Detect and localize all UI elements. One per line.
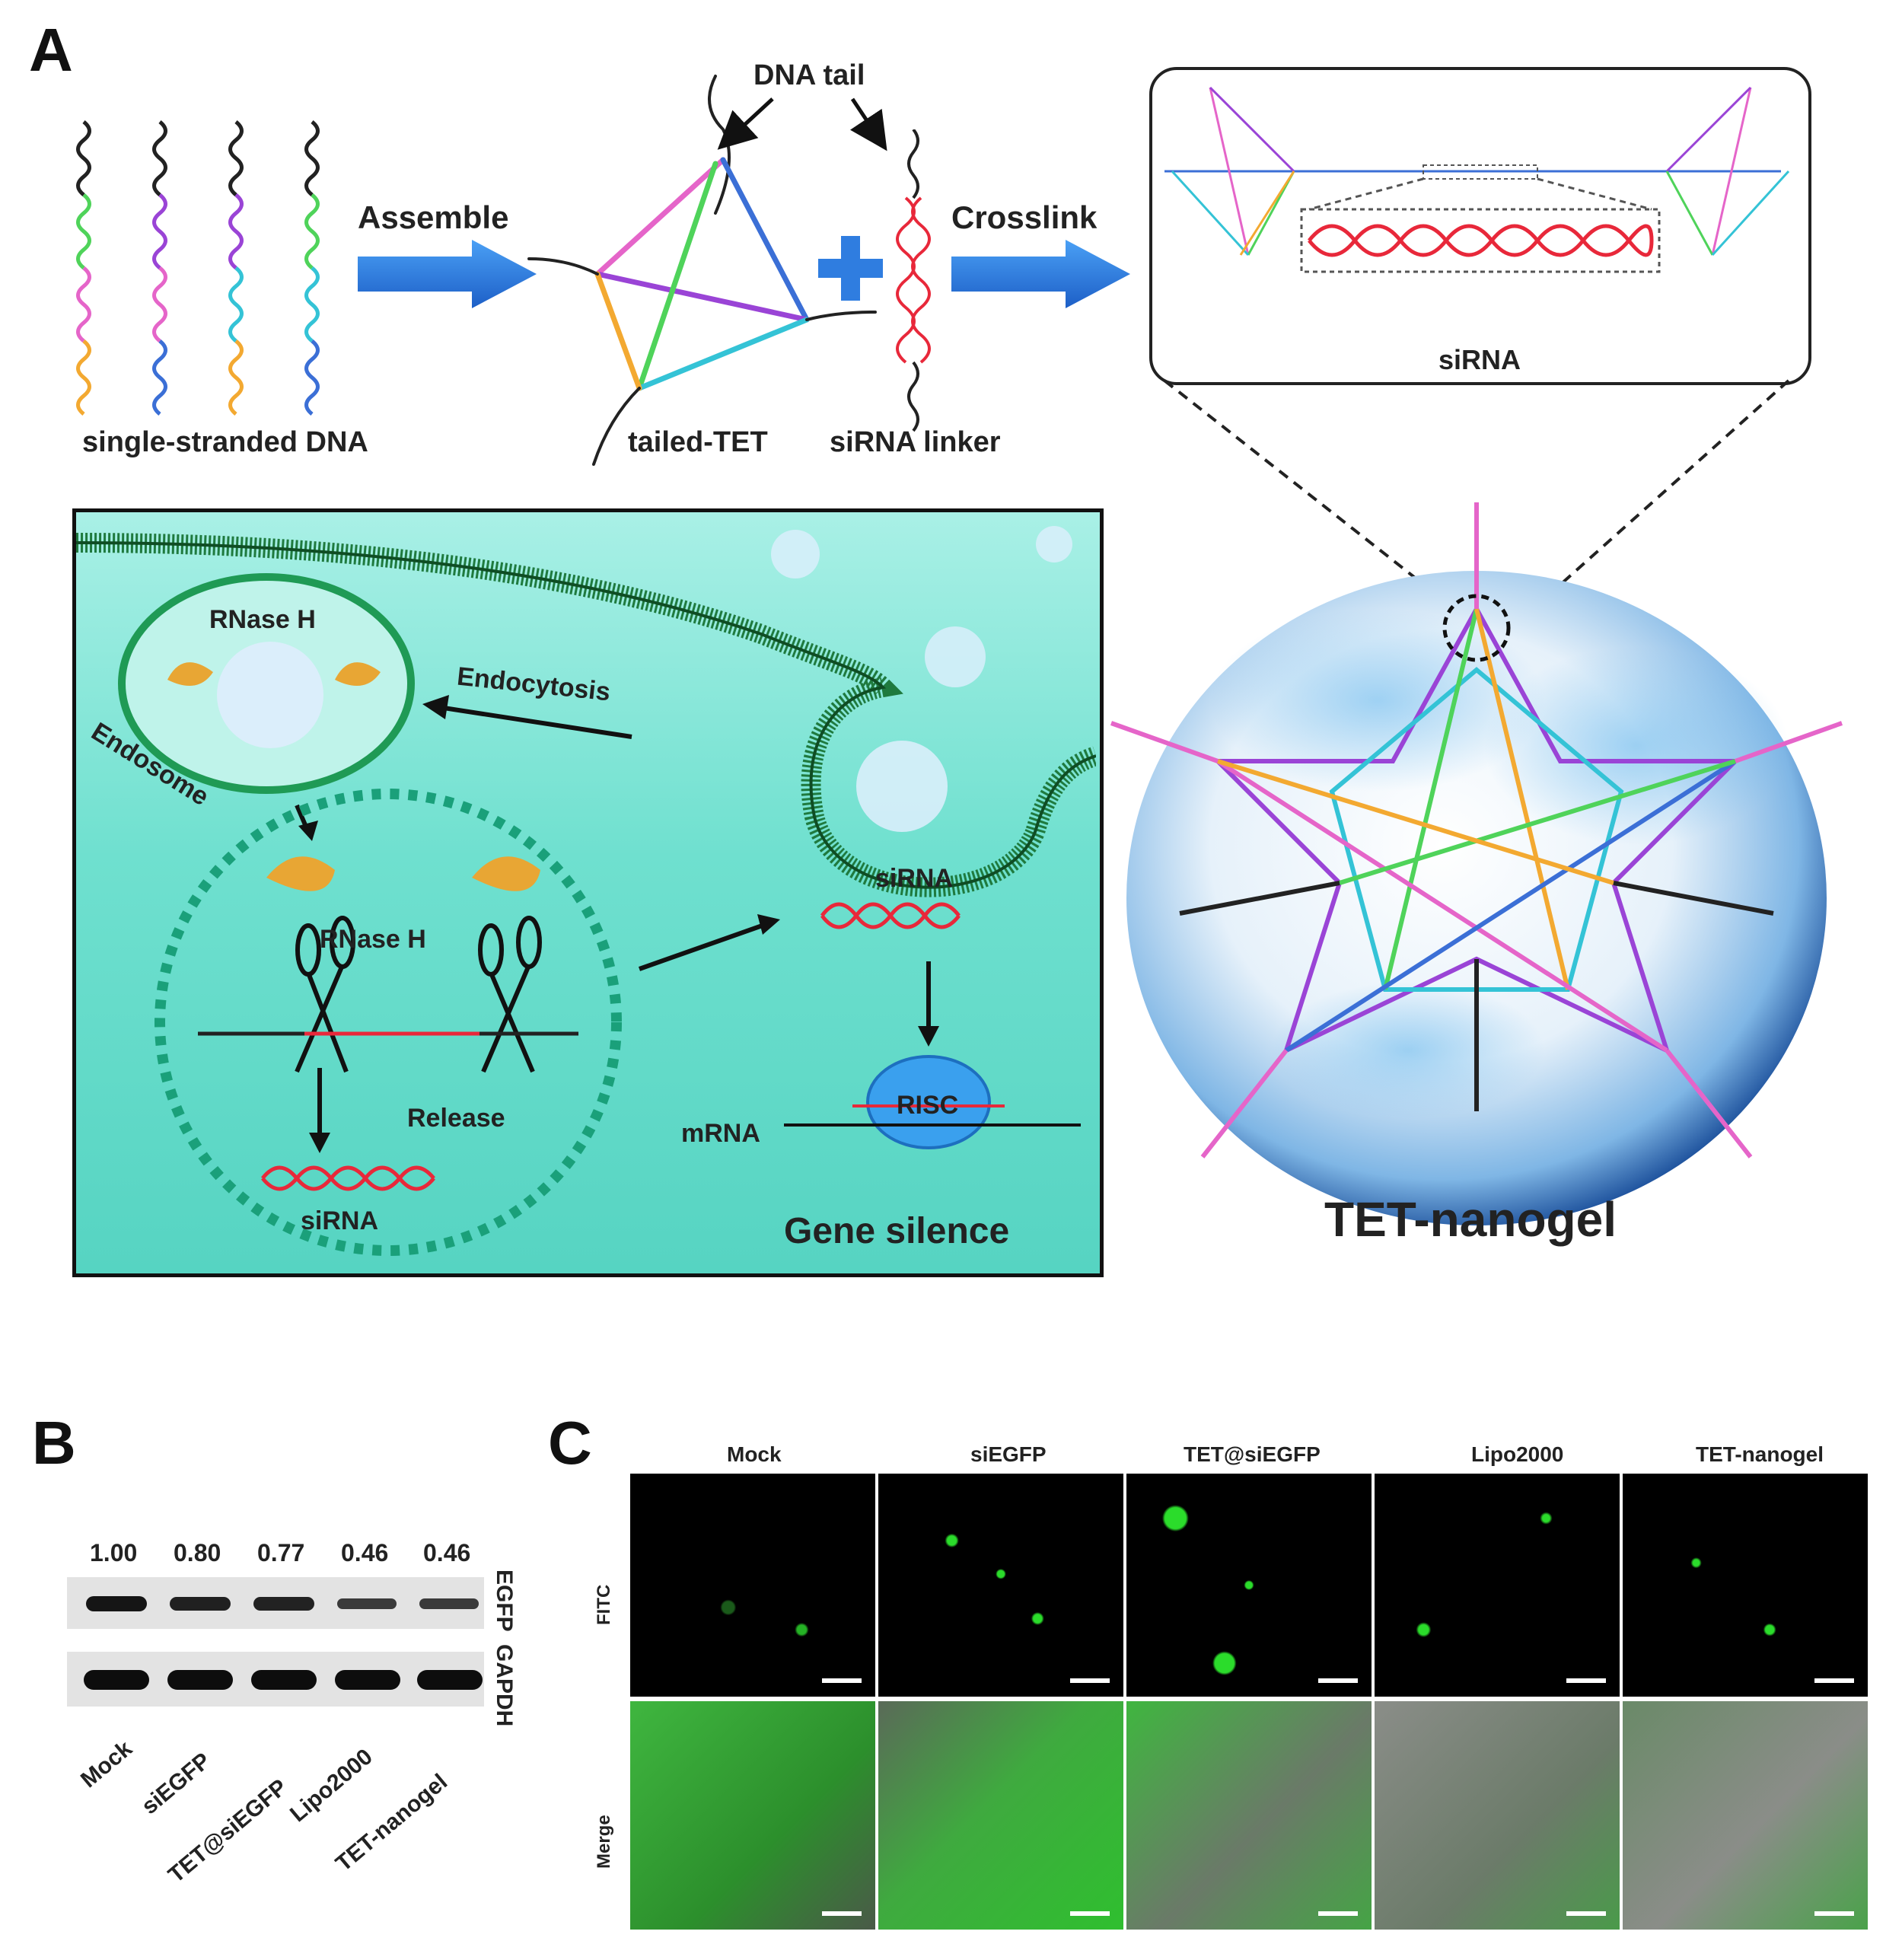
column-header: siEGFP <box>970 1442 1047 1466</box>
egfp-band-label: EGFP <box>492 1570 517 1632</box>
dna-tail-arrows <box>717 97 887 151</box>
gapdh-band <box>251 1670 317 1690</box>
scale-bar <box>1070 1911 1110 1916</box>
column-header: Mock <box>727 1442 782 1466</box>
tailed-tet-diagram <box>527 75 877 466</box>
fitc-image-lipo2000 <box>1375 1474 1620 1697</box>
scale-bar <box>1814 1678 1854 1683</box>
egfp-band <box>86 1596 147 1611</box>
sirna-linker-diagram <box>896 129 931 432</box>
merge-image-tet-nanogel <box>1623 1701 1868 1930</box>
tet-nanogel-label: TET-nanogel <box>1324 1192 1617 1247</box>
row-label: FITC <box>594 1584 614 1625</box>
scale-bar <box>1566 1911 1606 1916</box>
gapdh-blot <box>67 1652 484 1707</box>
egfp-value: 0.46 <box>423 1539 471 1566</box>
gapdh-band <box>335 1670 400 1690</box>
egfp-value: 0.80 <box>174 1539 221 1566</box>
panel-b-letter: B <box>32 1409 76 1477</box>
gapdh-band <box>167 1670 233 1690</box>
crosslink-label: Crosslink <box>951 199 1098 235</box>
scale-bar <box>1566 1678 1606 1683</box>
tailed-tet-label: tailed-TET <box>628 426 768 458</box>
assemble-arrow <box>358 240 537 308</box>
released-sirna-label: siRNA <box>301 1206 379 1235</box>
scale-bar <box>1318 1678 1358 1683</box>
egfp-band <box>337 1598 397 1609</box>
lane-label: Mock <box>76 1735 137 1793</box>
merge-image-tet-siegfp <box>1126 1701 1372 1930</box>
column-header: TET@siEGFP <box>1184 1442 1321 1466</box>
zoom-dashed-lines <box>1163 379 1790 607</box>
panel-c-letter: C <box>548 1409 592 1477</box>
merge-image-lipo2000 <box>1375 1701 1620 1930</box>
egfp-value: 0.46 <box>341 1539 389 1566</box>
egfp-value: 0.77 <box>257 1539 305 1566</box>
column-header: TET-nanogel <box>1696 1442 1824 1466</box>
egfp-band <box>253 1597 314 1611</box>
mrna-label: mRNA <box>681 1119 760 1148</box>
crosslink-arrow <box>951 240 1130 308</box>
release-label: Release <box>407 1104 505 1133</box>
cell-illustration <box>76 526 1096 1256</box>
scale-bar <box>822 1911 862 1916</box>
single-stranded-dna-strands <box>76 120 320 416</box>
merge-image-mock <box>630 1701 875 1930</box>
right-sirna-label: siRNA <box>875 864 954 893</box>
lane-label: Lipo2000 <box>285 1744 378 1828</box>
gapdh-band-label: GAPDH <box>492 1644 517 1727</box>
merge-image-siegfp <box>878 1701 1123 1930</box>
egfp-band <box>170 1597 231 1611</box>
risc-label: RISC <box>897 1091 959 1120</box>
gene-silence-label: Gene silence <box>784 1211 1010 1251</box>
rnase-h-mid-label: RNase H <box>320 925 426 954</box>
scale-bar <box>1318 1911 1358 1916</box>
gapdh-band <box>84 1670 149 1690</box>
column-header: Lipo2000 <box>1471 1442 1564 1466</box>
single-stranded-dna-label: single-stranded DNA <box>82 426 368 458</box>
scale-bar <box>822 1678 862 1683</box>
egfp-blot <box>67 1577 484 1629</box>
egfp-value: 1.00 <box>90 1539 138 1566</box>
egfp-band <box>419 1598 479 1609</box>
fitc-image-siegfp <box>878 1474 1123 1697</box>
row-label: Merge <box>594 1815 614 1869</box>
panel-a-letter: A <box>29 16 73 84</box>
scale-bar <box>1070 1678 1110 1683</box>
crosslink-inset-diagram <box>1164 86 1790 273</box>
rnase-h-top-label: RNase H <box>209 605 316 634</box>
fitc-image-tet-nanogel <box>1623 1474 1868 1697</box>
gapdh-band <box>417 1670 483 1690</box>
fitc-image-tet-siegfp <box>1126 1474 1372 1697</box>
tet-nanogel-sphere <box>1110 502 1843 1225</box>
egfp-values-row: 1.00 0.80 0.77 0.46 0.46 <box>67 1530 484 1577</box>
fitc-image-mock <box>630 1474 875 1697</box>
lane-label: siEGFP <box>137 1748 215 1820</box>
plus-icon <box>818 236 883 301</box>
assemble-label: Assemble <box>358 199 509 235</box>
inset-sirna-label: siRNA <box>1438 344 1521 375</box>
dna-tail-label: DNA tail <box>753 59 865 91</box>
sirna-linker-label: siRNA linker <box>830 426 1001 458</box>
scale-bar <box>1814 1911 1854 1916</box>
